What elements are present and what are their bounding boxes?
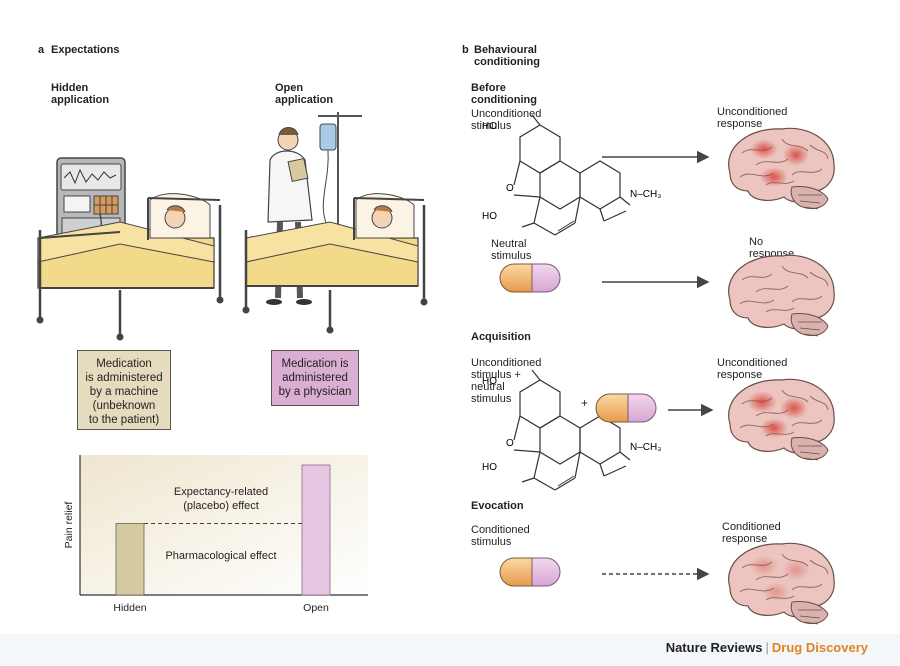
footer: Nature Reviews|Drug Discovery bbox=[0, 634, 900, 666]
conditioned-stimulus-capsule-icon bbox=[499, 557, 561, 587]
open-application-box: Medication is administered by a physicia… bbox=[271, 350, 359, 406]
pharmacological-effect-label: Pharmacological effect bbox=[165, 550, 276, 562]
bed-illustrations bbox=[36, 112, 428, 341]
acquisition-molecule: HO O HO N–CH₃ bbox=[482, 369, 661, 491]
hidden-bed-icon bbox=[36, 193, 224, 341]
open-box-line: by a physician bbox=[278, 386, 352, 398]
hidden-box-line: to the patient) bbox=[88, 414, 160, 426]
plus-sign: + bbox=[581, 396, 589, 410]
iv-stand-icon bbox=[318, 112, 362, 238]
pain-relief-chart: Pain relief Expectancy-related (placebo)… bbox=[63, 455, 368, 614]
journal-section: Drug Discovery bbox=[771, 640, 868, 655]
acquisition-stimulus-label: Unconditioned stimulus + neutral stimulu… bbox=[471, 357, 542, 405]
molecule-ho-bottom: HO bbox=[482, 211, 497, 222]
x-tick-open: Open bbox=[303, 602, 329, 614]
molecule-o: O bbox=[506, 438, 514, 449]
before-conditioning-heading: Before conditioning bbox=[471, 82, 537, 106]
journal-name: Nature Reviews bbox=[665, 640, 763, 655]
x-tick-hidden: Hidden bbox=[113, 602, 146, 614]
conditioned-response-label: Conditioned response bbox=[722, 521, 781, 545]
bar-hidden bbox=[115, 523, 145, 596]
molecule-n-ch3: N–CH₃ bbox=[630, 442, 661, 453]
unconditioned-stimulus-molecule: HO O HO N–CH₃ bbox=[482, 114, 661, 236]
open-application-heading: Open application bbox=[275, 82, 334, 106]
panel-b-letter: b bbox=[462, 44, 469, 56]
conditioning-graphics: HO O HO N–CH₃ HO O HO N–CH₃ bbox=[482, 114, 835, 625]
hidden-box-line: (unbeknown bbox=[92, 400, 156, 412]
chart-y-axis-label: Pain relief bbox=[63, 502, 75, 549]
molecule-o: O bbox=[506, 183, 514, 194]
placebo-effect-label-line2: (placebo) effect bbox=[183, 500, 259, 512]
bar-open bbox=[301, 464, 331, 596]
molecule-ho-top: HO bbox=[482, 376, 497, 387]
open-box-line: administered bbox=[282, 372, 348, 384]
brand-separator: | bbox=[765, 640, 769, 655]
hidden-box-line: is administered bbox=[85, 372, 163, 384]
neutral-stimulus-label: Neutral stimulus bbox=[491, 238, 532, 262]
acquisition-capsule-icon bbox=[595, 393, 657, 423]
placebo-effect-label-line1: Expectancy-related bbox=[174, 486, 268, 498]
molecule-ho-bottom: HO bbox=[482, 462, 497, 473]
acquisition-heading: Acquisition bbox=[471, 331, 531, 343]
open-box-line: Medication is bbox=[281, 358, 349, 370]
brain-unconditioned-response-icon bbox=[728, 127, 835, 210]
journal-brand: Nature Reviews|Drug Discovery bbox=[666, 640, 868, 655]
molecule-n-ch3: N–CH₃ bbox=[630, 189, 661, 200]
panel-b-title: Behavioural conditioning bbox=[474, 44, 540, 68]
unconditioned-response-label: Unconditioned response bbox=[717, 106, 788, 130]
hidden-application-box: Medication is administered by a machine … bbox=[77, 350, 171, 430]
acquisition-response-label: Unconditioned response bbox=[717, 357, 788, 381]
molecule-ho-top: HO bbox=[482, 121, 497, 132]
hidden-box-line: Medication bbox=[96, 358, 152, 370]
unconditioned-stimulus-label: Unconditioned stimulus bbox=[471, 108, 542, 132]
panel-a-letter: a bbox=[38, 44, 45, 56]
brain-conditioned-response-icon bbox=[728, 542, 835, 625]
hidden-box-line: by a machine bbox=[89, 386, 159, 398]
open-bed-icon bbox=[242, 193, 428, 334]
panel-a-title: Expectations bbox=[51, 44, 120, 56]
conditioned-stimulus-label: Conditioned stimulus bbox=[471, 524, 530, 548]
brain-acquisition-response-icon bbox=[728, 378, 835, 461]
evocation-heading: Evocation bbox=[471, 500, 524, 512]
hidden-application-heading: Hidden application bbox=[51, 82, 110, 106]
neutral-stimulus-capsule-icon bbox=[499, 263, 561, 293]
brain-no-response-icon bbox=[728, 254, 835, 337]
